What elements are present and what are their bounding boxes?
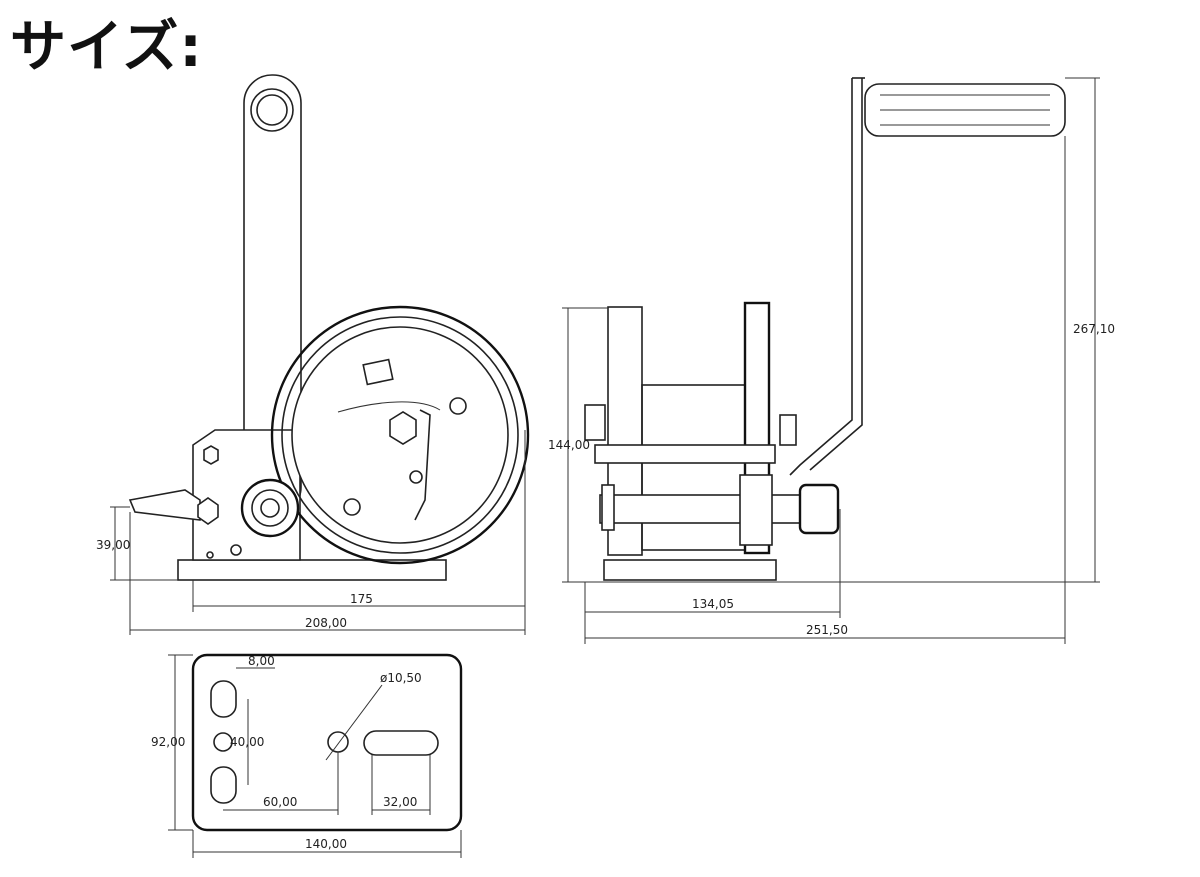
- pinion-inner: [251, 489, 289, 527]
- dim-label-diameter: ø10,50: [380, 671, 422, 685]
- dim-label-140: 140,00: [305, 837, 347, 851]
- dim-label-134: 134,05: [692, 597, 734, 611]
- base-plate-view: [168, 653, 463, 858]
- drum-bolt-2: [343, 498, 361, 516]
- dim-label-267: 267,10: [1073, 322, 1115, 336]
- base-slot-bottom: [210, 766, 237, 804]
- frame-hole-small: [206, 551, 214, 559]
- dim-leader-diameter: [325, 684, 383, 761]
- dim-label-8: 8,00: [248, 654, 275, 668]
- frame-hole: [230, 544, 242, 556]
- side-base-plate: [177, 559, 447, 581]
- frame-bolt-top: [203, 445, 219, 465]
- dim-label-40: 40,00: [230, 735, 264, 749]
- gear-inner-ring: [281, 316, 519, 554]
- handle-pivot-inner: [256, 94, 288, 126]
- upper-shaft: [594, 444, 776, 464]
- dim-label-60: 60,00: [263, 795, 297, 809]
- pinion-shaft: [260, 498, 280, 518]
- handle-pivot-outer: [250, 88, 294, 132]
- dim-label-92: 92,00: [151, 735, 185, 749]
- center-nut: [389, 411, 417, 445]
- bolt-head-left: [601, 484, 615, 531]
- drum-bolt-3: [409, 470, 423, 484]
- side-view: [110, 74, 530, 635]
- gear-outer: [270, 305, 530, 565]
- base-slot-top: [210, 680, 237, 718]
- nut-upper-right: [779, 414, 797, 446]
- page-title: サイズ:: [10, 15, 203, 80]
- front-base-plate: [603, 559, 777, 581]
- release-lever: [128, 489, 201, 521]
- dim-label-39: 39,00: [96, 538, 130, 552]
- drum-face: [291, 326, 509, 544]
- pawl-arm: [414, 409, 431, 521]
- ratchet-hub: [739, 474, 773, 546]
- drum-slot: [362, 358, 394, 386]
- cable-line: [337, 401, 441, 413]
- dim-label-32: 32,00: [383, 795, 417, 809]
- drum-bolt-1: [449, 397, 467, 415]
- drum-body: [641, 384, 748, 551]
- dim-label-251: 251,50: [806, 623, 848, 637]
- dim-label-208: 208,00: [305, 616, 347, 630]
- base-plate-outline: [191, 653, 463, 832]
- handle-rod-b: [809, 78, 863, 471]
- handle-rod-a: [789, 78, 853, 476]
- dim-label-144: 144,00: [548, 438, 590, 452]
- base-slot-long: [363, 730, 439, 756]
- front-view: [562, 77, 1100, 644]
- nut-upper-left: [584, 404, 606, 441]
- dim-label-175: 175: [350, 592, 373, 606]
- nut-lower-right: [798, 483, 840, 535]
- frame-bolt-mid: [197, 497, 219, 525]
- base-hole-mid: [213, 732, 233, 752]
- pinion-gear: [240, 478, 300, 538]
